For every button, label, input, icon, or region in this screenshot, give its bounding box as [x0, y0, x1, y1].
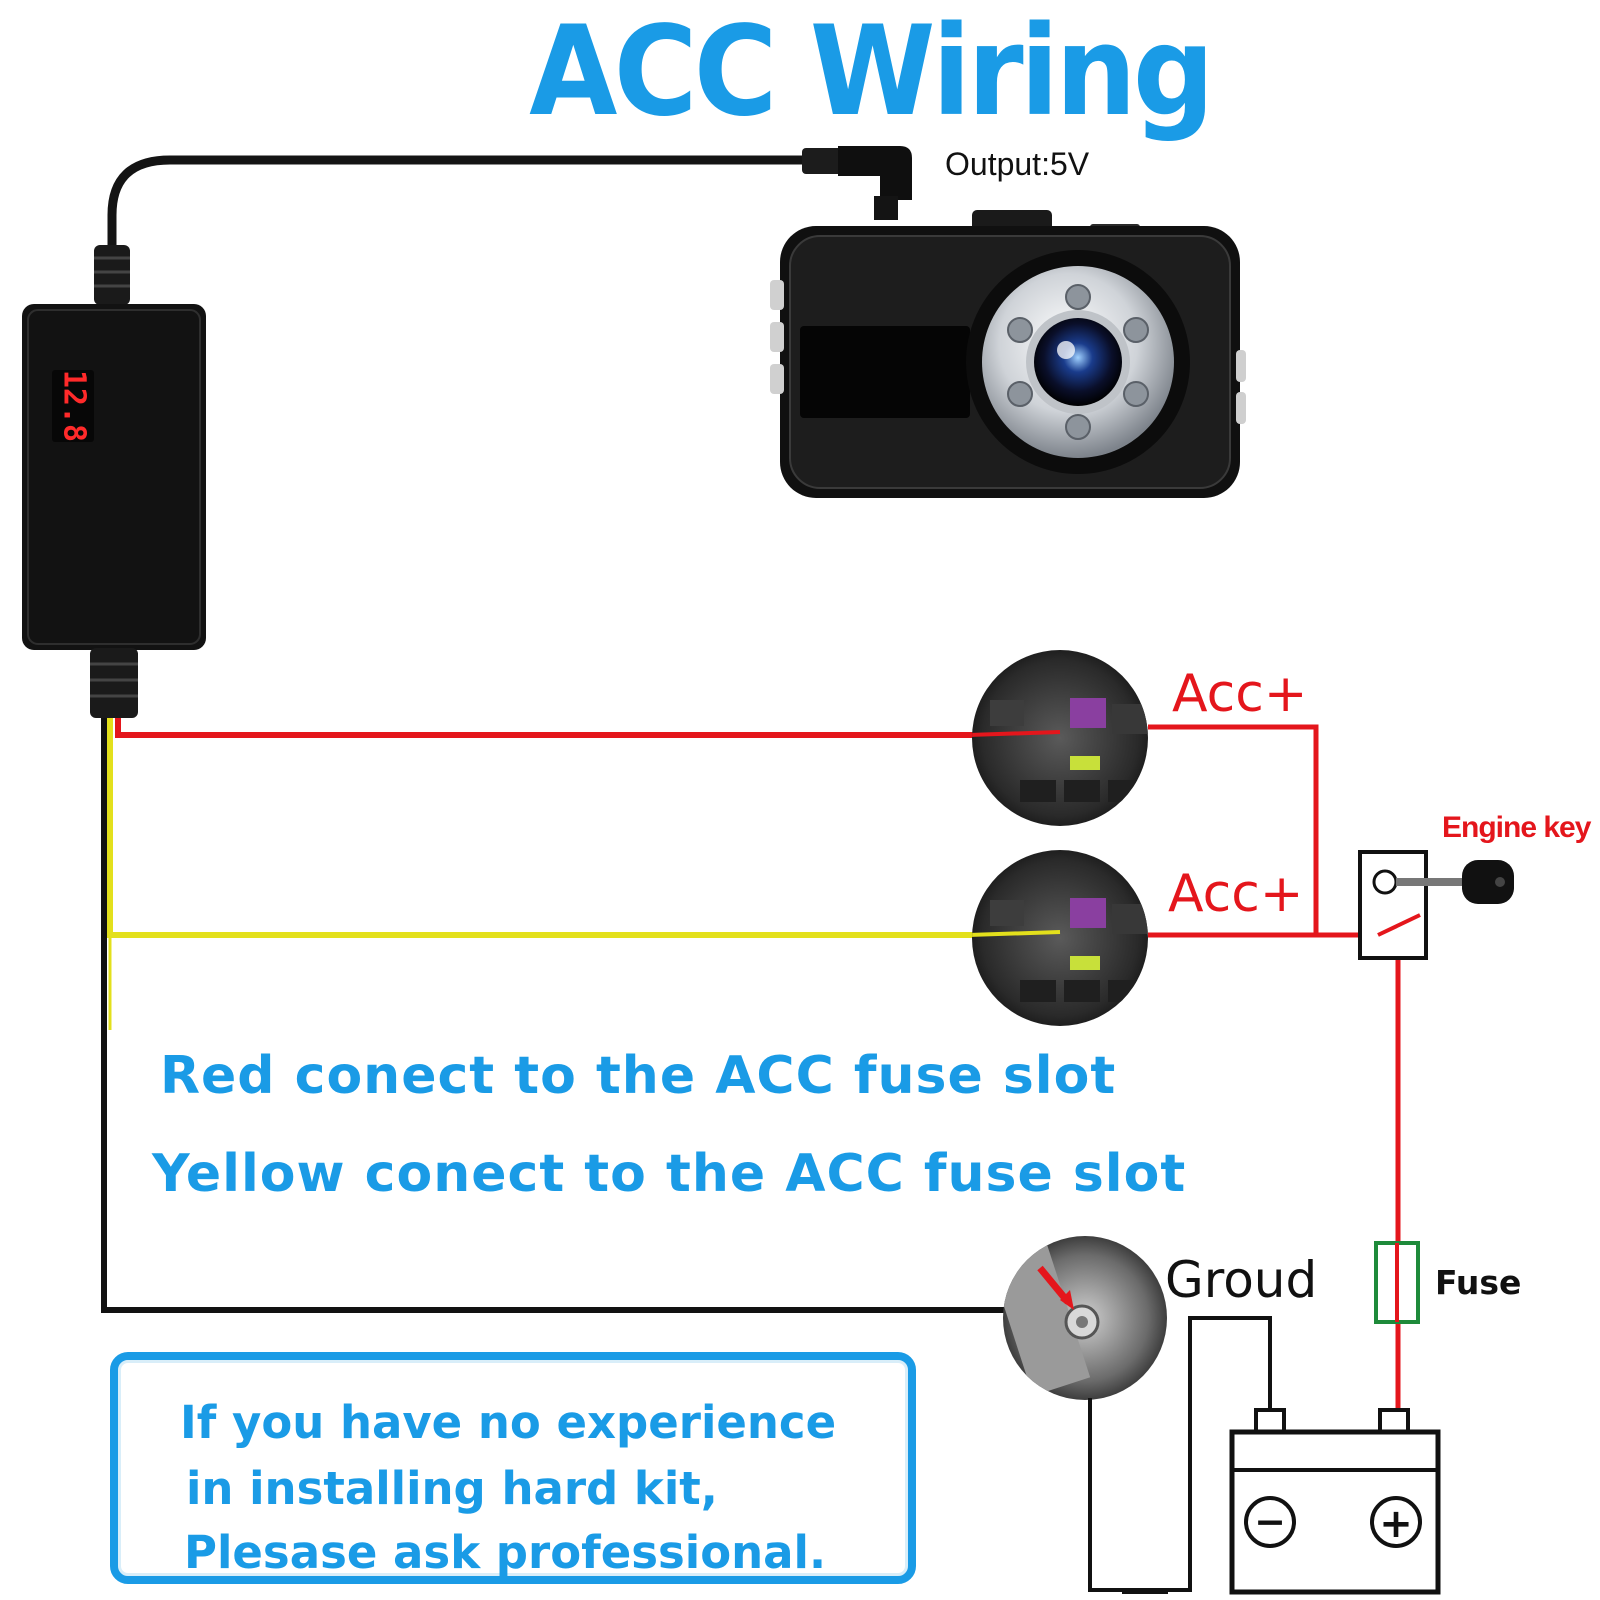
voltage-display	[52, 370, 94, 442]
instruction-yellow: Yellow conect to the ACC fuse slot	[152, 1144, 1187, 1204]
fuse-slot-photo-2	[972, 850, 1148, 1026]
fuse-symbol	[1374, 1241, 1420, 1324]
fuse-label: Fuse	[1435, 1263, 1522, 1302]
note-line-1: If you have no experience	[180, 1396, 837, 1449]
ignition-switch	[1358, 850, 1466, 960]
fuse-slot-photo-1	[972, 650, 1148, 826]
acc-label-red: Acc+	[1172, 664, 1308, 724]
diagram-title: ACC Wiring	[529, 0, 1215, 144]
yellow-wire	[107, 718, 985, 938]
dash-camera	[770, 210, 1246, 498]
instruction-red: Red conect to the ACC fuse slot	[160, 1046, 1117, 1106]
ground-wire	[101, 718, 1005, 1313]
red-wire	[115, 718, 985, 738]
battery-icon: − +	[1229, 1408, 1441, 1595]
battery-circuit	[1088, 1316, 1272, 1594]
note-line-3: Plesase ask professional.	[184, 1526, 827, 1579]
voltage-readout: 12.8	[57, 370, 92, 442]
engine-key-icon	[1462, 860, 1514, 904]
svg-text:+: +	[1379, 1501, 1413, 1547]
warning-note-box	[110, 1352, 916, 1584]
output-label: Output:5V	[945, 146, 1090, 182]
note-line-2: in installing hard kit,	[186, 1462, 718, 1515]
ground-point-photo	[1003, 1236, 1167, 1400]
acc-circuit	[1148, 724, 1401, 1412]
converter-box: 12.8	[22, 304, 206, 718]
acc-label-yellow: Acc+	[1168, 864, 1304, 924]
ground-label: Groud	[1165, 1251, 1318, 1309]
converter-wires	[101, 718, 1005, 1313]
svg-text:−: −	[1254, 1500, 1286, 1544]
usb-cable	[94, 146, 912, 305]
negative-terminal-icon	[1244, 1496, 1296, 1548]
positive-terminal-icon	[1370, 1496, 1422, 1548]
engine-key-label: Engine key	[1442, 811, 1591, 844]
